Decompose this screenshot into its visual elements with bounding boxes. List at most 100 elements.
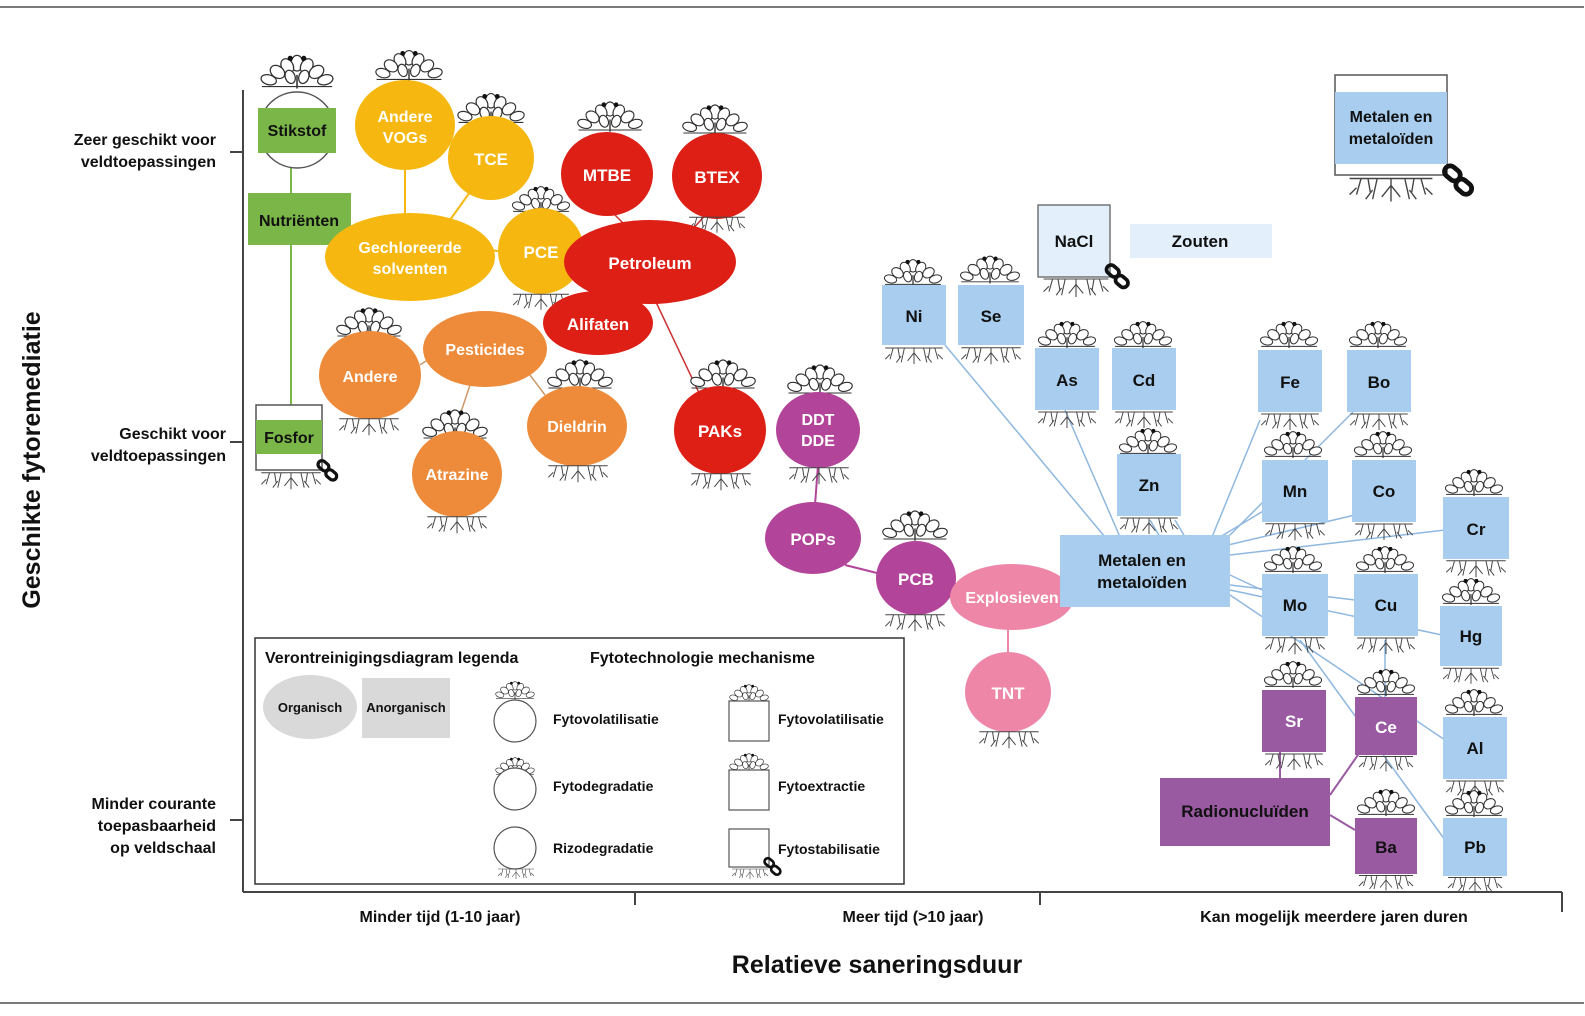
svg-text:DDT: DDT	[802, 412, 835, 429]
svg-text:TCE: TCE	[474, 150, 508, 169]
svg-text:POPs: POPs	[790, 530, 835, 549]
radionuclide-group: Sr Ce Radionucluïden Ba	[1160, 660, 1417, 891]
svg-text:Petroleum: Petroleum	[608, 254, 691, 273]
solvent-group: Andere VOGs TCE Gechloreerde solventen P…	[325, 49, 584, 311]
svg-text:metaloïden: metaloïden	[1097, 573, 1187, 592]
svg-text:Mn: Mn	[1283, 482, 1308, 501]
pce-node	[498, 208, 584, 294]
svg-text:Co: Co	[1373, 482, 1396, 501]
stikstof-box	[258, 108, 336, 153]
legend-mech-fytoextractie: Fytoextractie	[778, 778, 865, 794]
fosfor-box	[256, 420, 322, 454]
mn-box	[1262, 460, 1328, 522]
pop-group: DDT DDE POPs PCB Explosieven TNT	[765, 364, 1074, 749]
legend-mech-rizodegradatie: Rizodegradatie	[553, 840, 654, 856]
svg-text:Geschikt voor: Geschikt voor	[119, 426, 226, 443]
ba-box	[1355, 818, 1417, 874]
svg-text:Ce: Ce	[1375, 718, 1397, 737]
svg-text:NaCl: NaCl	[1055, 232, 1094, 251]
svg-text:metaloïden: metaloïden	[1349, 131, 1433, 148]
zouten-box	[1130, 224, 1272, 258]
svg-text:PCE: PCE	[524, 243, 559, 262]
svg-text:veldtoepassingen: veldtoepassingen	[81, 154, 216, 171]
legend-title-right: Fytotechnologie mechanisme	[590, 650, 815, 667]
metalen-main-box	[1060, 535, 1230, 607]
legend-mech-fytodegradatie: Fytodegradatie	[553, 778, 654, 794]
cd-box	[1112, 348, 1176, 410]
svg-text:Ba: Ba	[1375, 838, 1397, 857]
svg-text:Bo: Bo	[1368, 373, 1391, 392]
svg-text:toepasbaarheid: toepasbaarheid	[98, 818, 216, 835]
chain-icon	[1442, 164, 1474, 197]
legend-anorganisch	[362, 678, 450, 738]
radionucliden-box	[1160, 778, 1330, 846]
svg-text:DDE: DDE	[801, 433, 835, 450]
al-box	[1443, 717, 1507, 779]
axes	[230, 90, 1563, 912]
svg-text:Fe: Fe	[1280, 373, 1300, 392]
x-level-1: Minder tijd (1-10 jaar)	[360, 909, 521, 926]
nutrienten-box	[248, 193, 351, 245]
svg-text:Metalen en: Metalen en	[1350, 109, 1433, 126]
metalen-top-box	[1335, 92, 1447, 164]
svg-text:MTBE: MTBE	[583, 166, 631, 185]
svg-text:Organisch: Organisch	[278, 700, 342, 715]
andere-vogs-node	[355, 80, 455, 170]
mo-box	[1262, 574, 1328, 636]
legend-mech-fytovolatilisatie-square: Fytovolatilisatie	[778, 711, 884, 727]
svg-text:Cd: Cd	[1133, 371, 1156, 390]
svg-text:veldtoepassingen: veldtoepassingen	[91, 448, 226, 465]
btex-node	[672, 133, 762, 219]
as-box	[1035, 348, 1099, 410]
svg-text:Cr: Cr	[1467, 520, 1486, 539]
svg-text:Se: Se	[981, 307, 1002, 326]
svg-text:Anorganisch: Anorganisch	[366, 700, 446, 715]
y-axis-title: Geschikte fytoremediatie	[18, 311, 46, 608]
pcb-node	[876, 541, 956, 615]
sr-box	[1262, 690, 1326, 752]
svg-text:Gechloreerde: Gechloreerde	[358, 240, 461, 257]
y-level-1: Zeer geschikt voor veldtoepassingen	[74, 132, 216, 171]
legend-mech-fytovolatilisatie-circle: Fytovolatilisatie	[553, 711, 659, 727]
svg-text:Explosieven: Explosieven	[965, 590, 1058, 607]
nutrienten-label: Nutriënten	[259, 213, 339, 230]
bo-box	[1347, 350, 1411, 412]
dieldrin-node	[527, 386, 627, 466]
nutrient-group: Stikstof Nutriënten Fosfor	[248, 54, 351, 490]
svg-text:Cu: Cu	[1375, 596, 1398, 615]
zn-box	[1117, 454, 1181, 516]
legend-title-left: Verontreinigingsdiagram legenda	[265, 650, 518, 667]
figure-frame	[0, 6, 1584, 1004]
explosieven-node	[950, 564, 1074, 630]
paks-node	[674, 386, 766, 474]
svg-text:VOGs: VOGs	[383, 130, 428, 147]
pesticides-node	[423, 311, 547, 387]
svg-text:Radionucluïden: Radionucluïden	[1181, 802, 1309, 821]
svg-text:PCB: PCB	[898, 570, 934, 589]
legend: Verontreinigingsdiagram legenda Fytotech…	[254, 637, 905, 885]
legend-mech-fytostabilisatie: Fytostabilisatie	[778, 841, 880, 857]
tnt-node	[965, 652, 1051, 732]
svg-text:As: As	[1056, 371, 1078, 390]
x-axis-title: Relatieve saneringsduur	[732, 951, 1023, 979]
mtbe-node	[561, 132, 653, 216]
fosfor-label: Fosfor	[264, 430, 314, 447]
svg-text:Minder courante: Minder courante	[92, 796, 217, 813]
ddt-dde-node	[776, 392, 860, 468]
svg-text:Andere: Andere	[342, 369, 397, 386]
petroleum-node	[564, 220, 736, 304]
alifaten-node	[543, 291, 653, 355]
legend-organisch	[263, 675, 357, 739]
andere-node	[319, 331, 421, 419]
x-level-3: Kan mogelijk meerdere jaren duren	[1200, 909, 1468, 926]
svg-text:Alifaten: Alifaten	[567, 315, 629, 334]
stikstof-label: Stikstof	[268, 123, 327, 140]
pops-node	[765, 502, 861, 574]
metal-group: Metalen en metaloïden NaCl Zouten Ni Se …	[882, 74, 1509, 893]
nacl-box	[1037, 204, 1111, 278]
svg-text:Zouten: Zouten	[1172, 232, 1229, 251]
petroleum-group: MTBE BTEX Petroleum Alifaten PAKs	[543, 101, 766, 491]
y-level-2: Geschikt voor veldtoepassingen	[91, 426, 226, 465]
cr-box	[1443, 497, 1509, 559]
